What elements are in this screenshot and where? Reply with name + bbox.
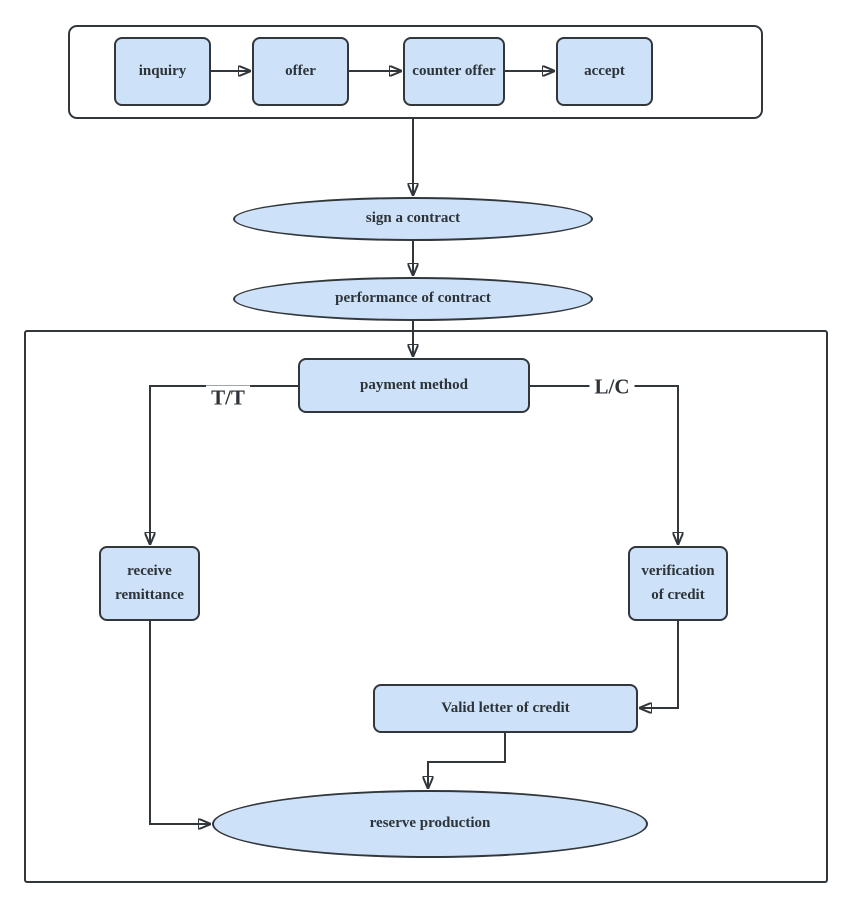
node-verification-of-credit-label: verification of credit	[641, 563, 715, 603]
payment-group-box	[24, 330, 828, 883]
node-receive-remittance-label: receive remittance	[115, 563, 184, 603]
node-accept-label: accept	[584, 62, 625, 79]
node-offer-label: offer	[285, 62, 316, 79]
node-counter-offer: counter offer	[403, 37, 505, 106]
node-reserve-production-label: reserve production	[369, 815, 491, 832]
edge-label-lc: L/C	[589, 374, 635, 400]
node-sign-a-contract: sign a contract	[233, 197, 593, 241]
negotiation-group-box	[68, 25, 763, 119]
node-valid-letter-of-credit: Valid letter of credit	[373, 684, 638, 733]
node-verification-of-credit: verification of credit	[628, 546, 728, 621]
node-counter-offer-label: counter offer	[412, 62, 496, 79]
node-inquiry: inquiry	[114, 37, 211, 106]
node-receive-remittance: receive remittance	[99, 546, 200, 621]
node-payment-method-label: payment method	[360, 376, 468, 393]
node-accept: accept	[556, 37, 653, 106]
node-performance-of-contract-label: performance of contract	[335, 290, 491, 307]
node-sign-a-contract-label: sign a contract	[365, 210, 461, 227]
node-payment-method: payment method	[298, 358, 530, 413]
node-reserve-production: reserve production	[212, 790, 648, 858]
node-offer: offer	[252, 37, 349, 106]
node-inquiry-label: inquiry	[138, 62, 187, 79]
node-valid-letter-of-credit-label: Valid letter of credit	[441, 699, 570, 716]
node-performance-of-contract: performance of contract	[233, 277, 593, 321]
edge-label-tt: T/T	[206, 385, 250, 411]
